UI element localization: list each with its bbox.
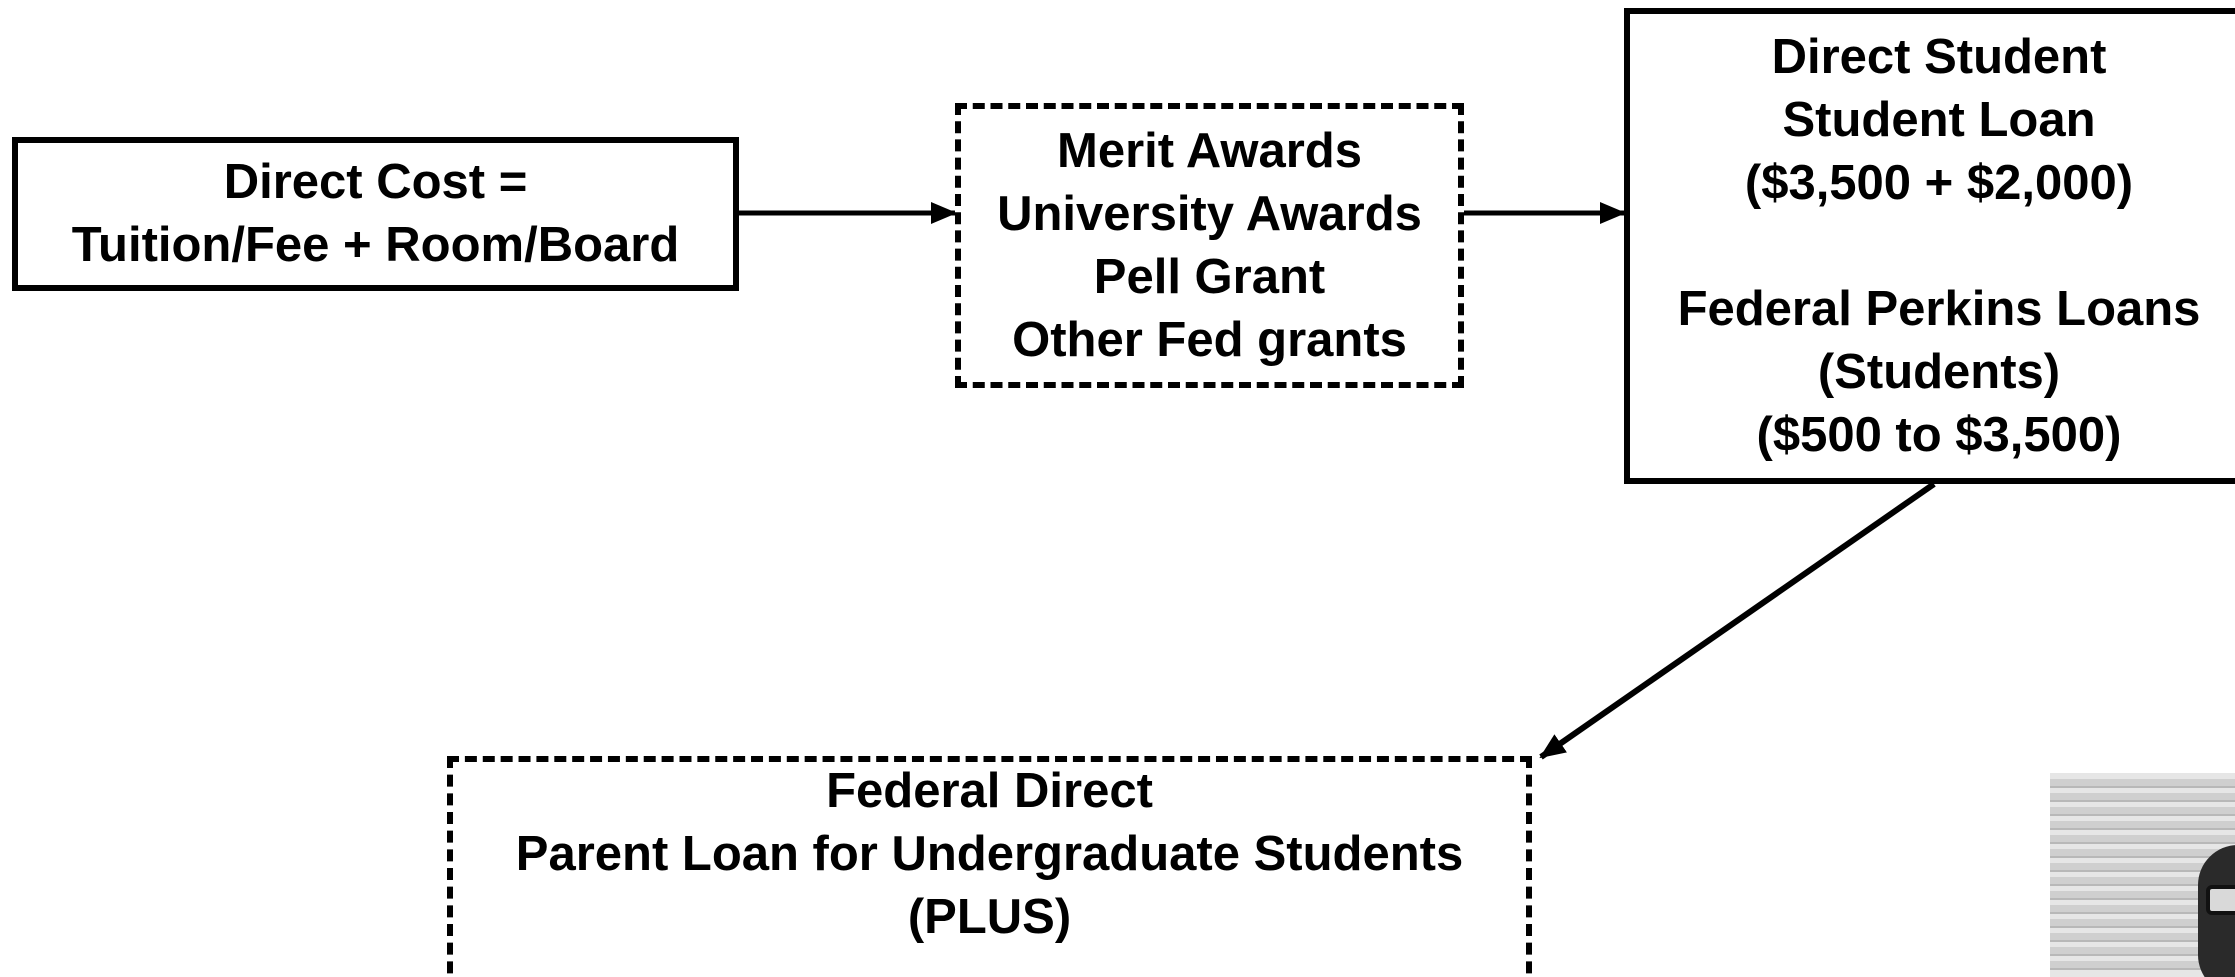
student-loans-line-6: ($500 to $3,500) [1756, 407, 2122, 462]
grants-line-3: Pell Grant [1093, 249, 1326, 304]
student-loans-line-4: Federal Perkins Loans [1677, 281, 2201, 336]
student-loans-line-1: Direct Student [1771, 29, 2107, 84]
parent-loan-line-2: Parent Loan for Undergraduate Students [515, 826, 1464, 881]
grants-line-1: Merit Awards [1057, 123, 1362, 178]
student-loans-line-5: (Students) [1817, 344, 2061, 399]
blind-slat [2050, 849, 2235, 858]
direct-cost-line-2: Tuition/Fee + Room/Board [71, 218, 680, 272]
blind-slat [2050, 933, 2235, 942]
blind-slat [2050, 919, 2235, 928]
blind-slat [2050, 821, 2235, 830]
glasses-icon [2206, 885, 2235, 915]
blind-slat [2050, 877, 2235, 886]
blind-slat [2050, 863, 2235, 872]
blind-slat [2050, 835, 2235, 844]
direct-cost-box: Direct Cost = Tuition/Fee + Room/Board [12, 137, 739, 291]
grants-line-4: Other Fed grants [1012, 312, 1407, 367]
student-loans-line-2: Student Loan [1782, 92, 2096, 147]
grants-line-2: University Awards [997, 186, 1422, 241]
blind-slat [2050, 961, 2235, 970]
student-loans-box: Direct Student Student Loan ($3,500 + $2… [1624, 8, 2235, 484]
webcam-person-icon [2050, 773, 2235, 977]
direct-cost-line-1: Direct Cost = [223, 155, 528, 209]
parent-plus-loan-box: Federal Direct Parent Loan for Undergrad… [447, 756, 1532, 977]
arrow-loans-to-plus [1539, 481, 1936, 760]
blind-slat [2050, 807, 2235, 816]
blind-slat [2050, 793, 2235, 802]
student-loans-line-3: ($3,500 + $2,000) [1744, 155, 2134, 210]
grants-box: Merit Awards University Awards Pell Gran… [955, 103, 1464, 388]
parent-loan-line-1: Federal Direct [826, 763, 1153, 818]
blind-slat [2050, 891, 2235, 900]
blind-slat [2050, 779, 2235, 788]
blind-slat [2050, 905, 2235, 914]
blind-slat [2050, 947, 2235, 956]
parent-loan-line-3: (PLUS) [907, 889, 1072, 944]
